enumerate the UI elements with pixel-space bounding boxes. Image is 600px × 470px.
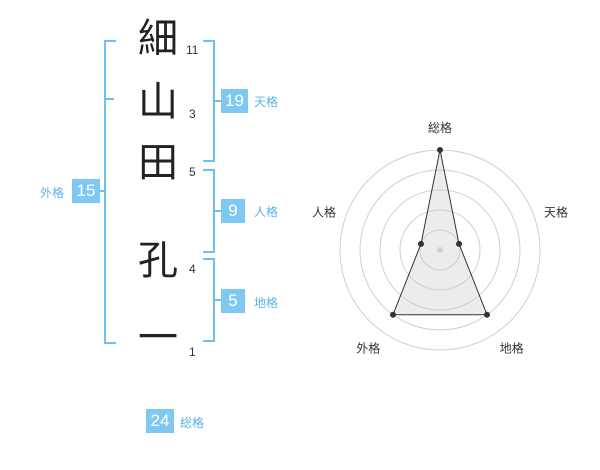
stroke-count-5: 1 — [189, 345, 196, 359]
radar-axis-label-5: 人格 — [312, 204, 336, 219]
radar-point-5 — [417, 240, 424, 247]
gaikaku-bracket-tick-top — [104, 98, 114, 100]
gaikaku-label: 外格 — [40, 186, 65, 200]
jinkaku-label: 人格 — [254, 205, 279, 219]
tenkaku-badge: 19 — [221, 89, 248, 113]
radar-point-3 — [484, 311, 491, 318]
radar-point-4 — [389, 311, 396, 318]
radar-ring-3 — [379, 189, 501, 311]
name-char-4: 孔 — [138, 238, 178, 284]
tenkaku-label: 天格 — [254, 95, 279, 109]
jinkaku-badge: 9 — [221, 199, 245, 223]
name-char-5: 一 — [138, 315, 178, 361]
tenkaku-bracket — [203, 40, 215, 162]
radar-point-2 — [456, 240, 463, 247]
radar-axis-label-1: 総格 — [428, 120, 452, 135]
stroke-count-3: 5 — [189, 165, 196, 179]
radar-ring-2 — [399, 209, 481, 291]
soukaku-label: 総格 — [180, 416, 205, 430]
radar-area — [392, 149, 488, 316]
radar-ring-4 — [359, 169, 521, 331]
chikaku-bracket-tick — [215, 299, 221, 301]
radar-ring-1 — [419, 229, 461, 271]
stroke-count-2: 3 — [189, 107, 196, 121]
stroke-count-1: 11 — [186, 43, 199, 57]
jinkaku-bracket — [203, 169, 215, 253]
chikaku-label: 地格 — [254, 296, 279, 310]
gaikaku-badge: 15 — [72, 179, 100, 203]
tenkaku-bracket-tick — [215, 100, 221, 102]
name-char-3: 田 — [138, 140, 178, 186]
chikaku-badge: 5 — [221, 289, 245, 313]
name-char-2: 山 — [138, 79, 178, 125]
radar-point-1 — [437, 147, 443, 153]
name-char-1: 細 — [138, 16, 178, 62]
jinkaku-bracket-tick — [215, 210, 221, 212]
radar-axis-label-3: 地格 — [500, 341, 524, 356]
chikaku-bracket — [203, 258, 215, 342]
gaikaku-bracket — [104, 40, 116, 344]
soukaku-badge: 24 — [146, 409, 174, 433]
radar-center-dot — [437, 247, 443, 253]
stroke-count-4: 4 — [189, 262, 196, 276]
radar-axis-label-4: 外格 — [356, 341, 380, 356]
radar-axis-label-2: 天格 — [544, 204, 568, 219]
